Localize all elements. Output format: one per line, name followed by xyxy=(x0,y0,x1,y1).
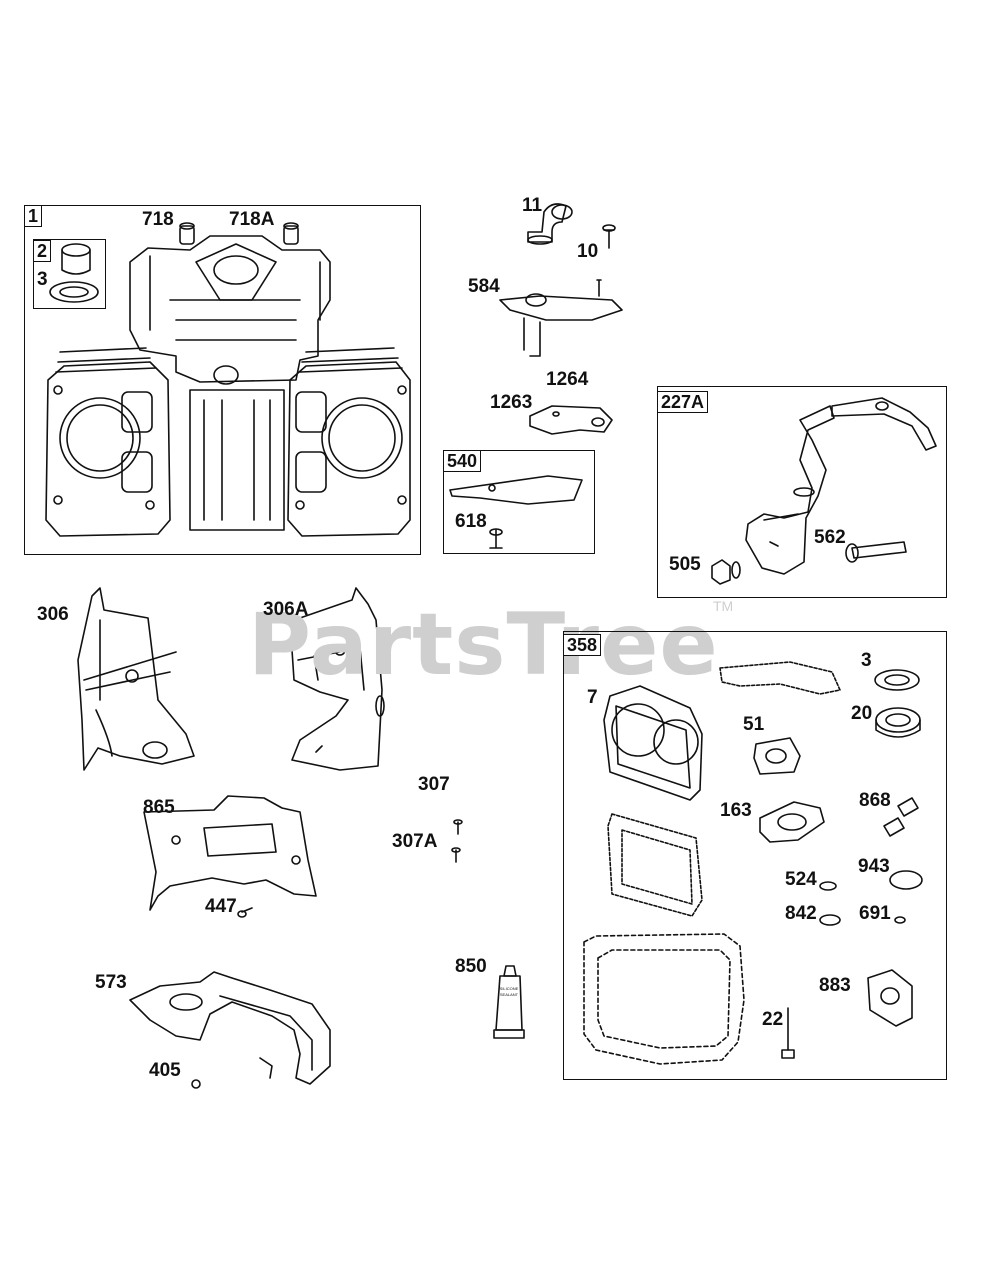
part-label-306: 306 xyxy=(37,604,69,625)
part-label-3-kit: 3 xyxy=(861,650,872,671)
dipstick-tube-drawing xyxy=(499,203,623,435)
part-label-3-block: 3 xyxy=(37,269,48,290)
part-label-584: 584 xyxy=(468,276,500,297)
part-label-562: 562 xyxy=(814,527,846,548)
part-label-20: 20 xyxy=(851,703,873,724)
plate-573-drawing xyxy=(129,971,331,1089)
baffle-865-drawing xyxy=(143,795,317,918)
part-label-1264: 1264 xyxy=(546,369,589,390)
group-2-number: 2 xyxy=(33,240,52,262)
sealant-tube-line2: SEALANT xyxy=(500,992,519,997)
group-540-frame xyxy=(443,450,595,554)
shroud-306-drawing xyxy=(77,587,195,771)
group-1-number: 1 xyxy=(24,205,43,227)
trademark-mark: TM xyxy=(713,598,734,614)
brand-watermark: PartsTree xyxy=(248,595,719,695)
part-label-524: 524 xyxy=(785,869,817,890)
part-label-868: 868 xyxy=(859,790,891,811)
cylinder-block-drawing xyxy=(45,222,411,537)
part-label-10: 10 xyxy=(577,241,599,262)
part-label-883: 883 xyxy=(819,975,851,996)
shroud-306A-drawing xyxy=(291,587,385,771)
part-label-22: 22 xyxy=(762,1009,784,1030)
part-label-306A: 306A xyxy=(263,599,309,620)
part-label-718A: 718A xyxy=(229,209,275,230)
group-358-number: 358 xyxy=(563,634,602,656)
part-label-618: 618 xyxy=(455,511,487,532)
part-label-447: 447 xyxy=(205,896,237,917)
part-label-505: 505 xyxy=(669,554,701,575)
part-label-691: 691 xyxy=(859,903,891,924)
screws-307-drawing xyxy=(451,819,463,863)
part-label-307: 307 xyxy=(418,774,450,795)
group-2-frame xyxy=(33,239,106,309)
sealant-tube-drawing xyxy=(493,965,525,1039)
part-label-51: 51 xyxy=(743,714,765,735)
part-label-943: 943 xyxy=(858,856,890,877)
part-label-307A: 307A xyxy=(392,831,438,852)
part-label-718: 718 xyxy=(142,209,174,230)
group-358-frame xyxy=(563,631,947,1080)
part-label-7: 7 xyxy=(587,687,598,708)
part-label-163: 163 xyxy=(720,800,752,821)
sealant-tube-line1: SILICONE xyxy=(500,986,519,991)
part-label-573: 573 xyxy=(95,972,127,993)
part-label-11: 11 xyxy=(522,195,543,216)
part-label-850: 850 xyxy=(455,956,487,977)
group-1-frame xyxy=(24,205,421,555)
part-label-405: 405 xyxy=(149,1060,181,1081)
bracket-227A-drawing xyxy=(711,397,937,585)
group-540-number: 540 xyxy=(443,450,482,472)
gasket-540-drawing xyxy=(449,475,583,549)
gasket-kit-drawing xyxy=(583,661,923,1065)
group-227A-frame xyxy=(657,386,947,598)
part-label-1263: 1263 xyxy=(490,392,533,413)
part-label-842: 842 xyxy=(785,903,817,924)
group-227A-number: 227A xyxy=(657,391,709,413)
part-label-865: 865 xyxy=(143,797,175,818)
